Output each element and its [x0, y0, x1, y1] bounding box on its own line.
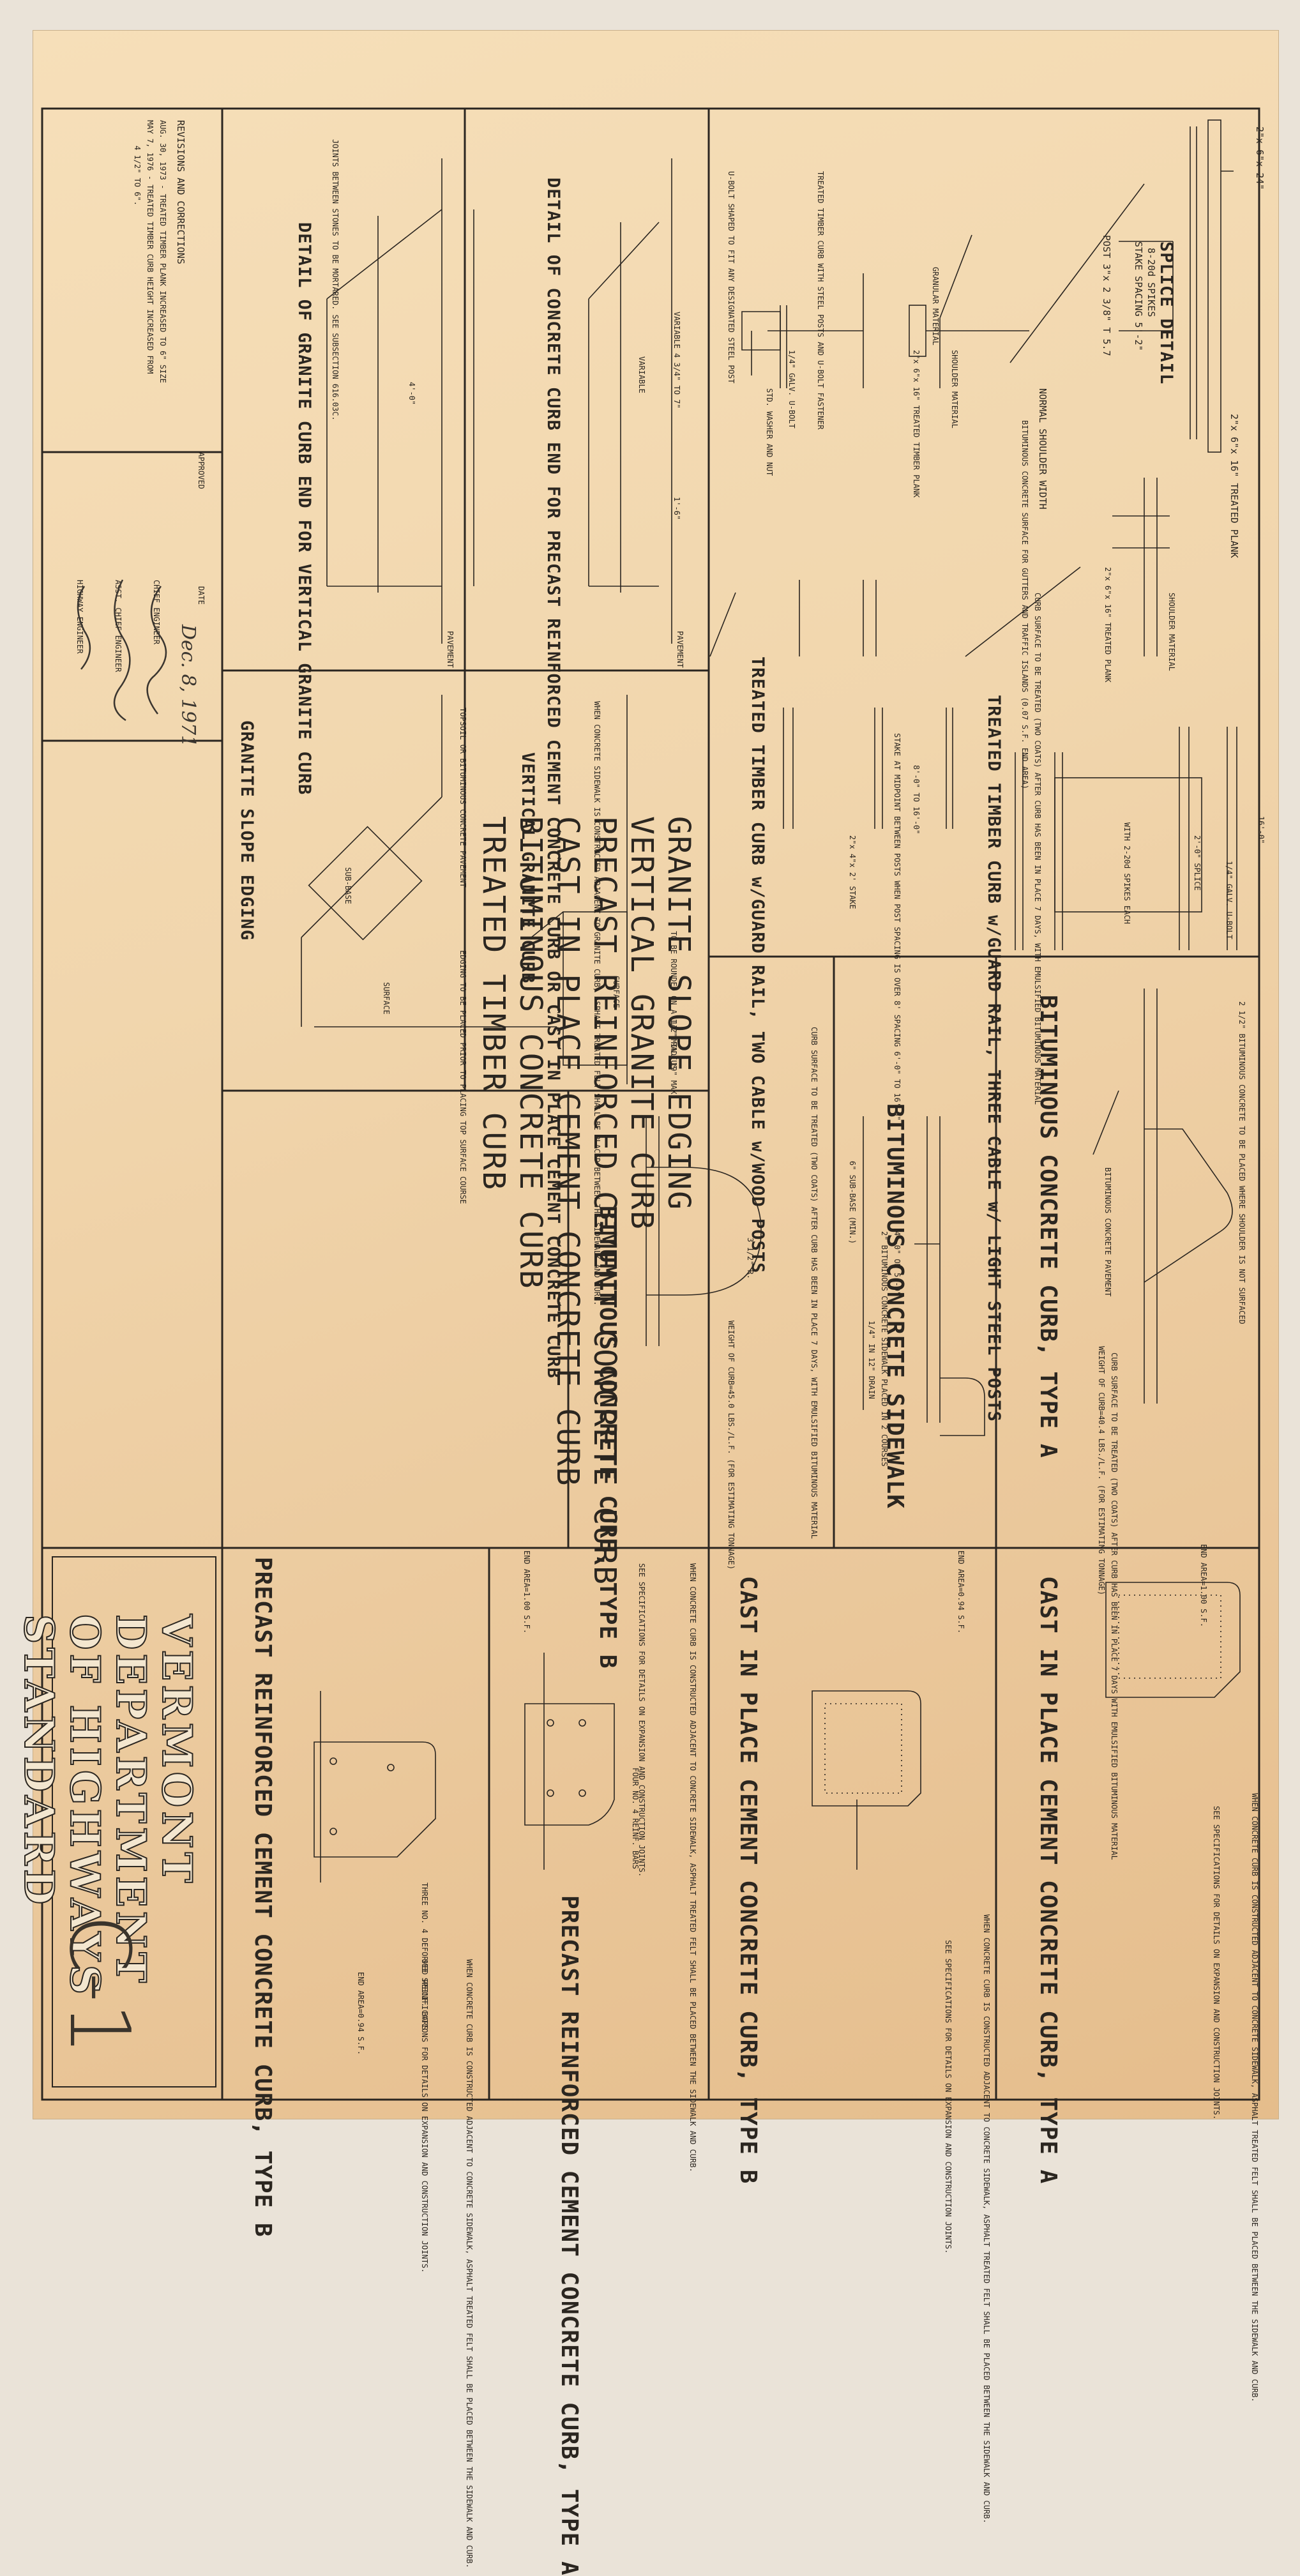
note-bit-pavement: BITUMINOUS CONCRETE PAVEMENT	[1103, 1167, 1112, 1297]
note-radius-3-5: 3 1/2" R.	[746, 1238, 755, 1280]
note-stake-spacing: STAKE SPACING 5'-2"	[1133, 241, 1144, 351]
note-ubolt-galv: 1/4" GALV. U-BOLT	[787, 350, 796, 428]
sheet-number: C-1	[51, 1914, 148, 2056]
sheet-title-line-4: CAST IN PLACE CEMENT CONCRETE CURB	[550, 816, 586, 1487]
note-shoulder-material: SHOULDER MATERIAL	[950, 350, 959, 428]
approval-date: Dec. 8, 1971	[177, 625, 199, 748]
note-weight-a: WEIGHT OF CURB=40.4 LBS./L.F. (FOR ESTIM…	[1097, 1346, 1106, 1596]
end-area-precast-a: END AREA=1.00 S.F.	[522, 1550, 531, 1634]
note-cip-felt-b: WHEN CONCRETE CURB IS CONSTRUCTED ADJACE…	[982, 1914, 991, 2524]
concrete-curb-sections	[314, 1582, 1241, 1883]
sheet-title-line-3: PRECAST REINFORCED CEMENT CONCRETE CURB	[587, 816, 623, 1586]
revision-line-3: 4 1/2" TO 6".	[133, 146, 142, 206]
note-rebar-4: FOUR NO. 4 REINF. BARS	[631, 1768, 640, 1869]
note-variable-range: VARIABLE 4 3/4" TO 7"	[672, 312, 681, 409]
sheet-title: GRANITE SLOPE EDGING VERTICAL GRANITE CU…	[475, 816, 697, 1586]
note-bit-not-surfaced: 2 1/2" BITUMINOUS CONCRETE TO BE PLACED …	[1237, 1001, 1246, 1324]
note-surface-2: SURFACE	[382, 982, 391, 1015]
note-cip-felt-d: WHEN CONCRETE CURB IS CONSTRUCTED ADJACE…	[465, 1959, 474, 2568]
granite-slope-title: GRANITE SLOPE EDGING	[237, 720, 257, 941]
note-see-specs-a: SEE SPECIFICATIONS FOR DETAILS ON EXPANS…	[1212, 1806, 1221, 2120]
note-curb-surface-sidewalk: CURB SURFACE TO BE TREATED (TWO COATS) A…	[810, 1027, 819, 1539]
end-area-precast-b: END AREA=0.94 S.F.	[356, 1972, 365, 2056]
note-ubolt-shaped: U-BOLT SHAPED TO FIT ANY DESIGNATED STEE…	[727, 171, 736, 384]
note-rebar-3: THREE NO. 4 DEFORMED REINF. BARS	[420, 1883, 429, 2031]
note-weight-b: WEIGHT OF CURB=45.0 LBS./L.F. (FOR ESTIM…	[727, 1321, 736, 1570]
sheet-title-line-1: GRANITE SLOPE EDGING	[661, 816, 697, 1211]
note-edging-placed: EDGING TO BE PLACED PRIOR TO PLACING TOP…	[458, 950, 467, 1204]
guard-rail-details	[709, 119, 1237, 950]
note-topsoil: TOPSOIL OR BITUMINOUS CONCRETE PAVEMENT	[458, 708, 467, 888]
note-see-specs-b: SEE SPECIFICATIONS FOR DETAILS ON EXPANS…	[944, 1940, 953, 2254]
cip-b-title: CAST IN PLACE CEMENT CONCRETE CURB, TYPE…	[735, 1576, 761, 2185]
cip-a-title: CAST IN PLACE CEMENT CONCRETE CURB, TYPE…	[1035, 1576, 1061, 2185]
sheet-title-line-6: TREATED TIMBER CURB	[476, 816, 511, 1192]
note-stake-2x4: 2"x 4"x 2' STAKE	[848, 835, 857, 909]
note-plank-top: 2"x 6"x 24"	[1254, 126, 1266, 190]
note-plank-2: 2"x 6"x 16" TREATED PLANK	[1103, 567, 1112, 683]
note-washer-nut: STD. WASHER AND NUT	[765, 388, 774, 476]
precast-a-title: PRECAST REINFORCED CEMENT CONCRETE CURB,…	[556, 1895, 582, 2576]
curb-end-details	[326, 158, 672, 644]
precast-b-title: PRECAST REINFORCED CEMENT CONCRETE CURB,…	[250, 1557, 276, 2238]
approved-label: APPROVED	[197, 452, 206, 489]
note-sub-base: SUB-BASE	[344, 867, 352, 904]
date-label: DATE	[197, 586, 206, 605]
note-spacing-8-16: 8'-0" TO 16'-0"	[912, 765, 921, 835]
note-joints-mortared: JOINTS BETWEEN STONES TO BE MORTARED. SE…	[331, 139, 340, 421]
note-post-steel: POST 3"x 2 3/8" T 5.7	[1101, 235, 1112, 356]
bituminous-details	[646, 989, 1233, 1436]
sheet-title-line-5: BITUMINOUS CONCRETE CURB	[513, 816, 548, 1290]
splice-detail-title: SPLICE DETAIL	[1156, 241, 1176, 385]
bit-curb-a-title: BITUMINOUS CONCRETE CURB, TYPE A	[1035, 995, 1061, 1458]
note-spikes: 8-20d SPIKES	[1145, 248, 1157, 317]
note-splice-2-0: 2'-0" SPLICE	[1193, 835, 1202, 891]
note-pavement-2: PAVEMENT	[446, 631, 455, 668]
note-galv-ubolt: 1/4" GALV. U-BOLT	[1225, 861, 1234, 939]
line-drawing	[41, 107, 1260, 2101]
sheet-title-line-2: VERTICAL GRANITE CURB	[624, 816, 660, 1231]
note-sidewalk-courses: 2" BITUMINOUS CONCRETE SIDEWALK PLACED I…	[880, 1231, 889, 1467]
note-variable: VARIABLE	[637, 356, 646, 393]
signatures	[77, 579, 167, 722]
note-pavement: PAVEMENT	[676, 631, 684, 668]
note-dim-4-0: 4'-0"	[407, 382, 416, 405]
note-sub-base-min: 6" SUB-BASE (MIN.)	[848, 1161, 857, 1245]
note-dim-16: 16'-0"	[1257, 816, 1266, 844]
end-area-cip-b: END AREA=0.94 S.F.	[956, 1550, 965, 1634]
note-treated-timber-plank: 2"x 6"x 16" TREATED TIMBER PLANK	[912, 350, 921, 498]
note-treated-curb-posts: TREATED TIMBER CURB WITH STEEL POSTS AND…	[816, 171, 825, 430]
note-with-spikes: WITH 2-20d SPIKES EACH	[1122, 822, 1131, 924]
revisions-heading: REVISIONS AND CORRECTIONS	[175, 120, 186, 264]
note-drain: 1/4" IN 12" DRAIN	[867, 1321, 876, 1399]
brand-line-1: VERMONT	[152, 1614, 201, 1887]
note-cip-felt-a: WHEN CONCRETE CURB IS CONSTRUCTED ADJACE…	[1250, 1793, 1259, 2402]
note-stake-midpoint: STAKE AT MIDPOINT BETWEEN POSTS WHEN POS…	[893, 733, 902, 1121]
end-area-cip-a: END AREA=1.00 S.F.	[1199, 1544, 1208, 1628]
note-curb-surface-2days: CURB SURFACE TO BE TREATED (TWO COATS) A…	[1110, 1352, 1119, 1860]
note-bit-gutters: BITUMINOUS CONCRETE SURFACE FOR GUTTERS …	[1020, 420, 1029, 789]
granite-end-title: DETAIL OF GRANITE CURB END FOR VERTICAL …	[294, 222, 314, 796]
sheet-frame	[41, 107, 1260, 2101]
note-cip-felt-c: WHEN CONCRETE CURB IS CONSTRUCTED ADJACE…	[688, 1563, 697, 2172]
guard-rail-steel-title: TREATED TIMBER CURB w/GUARD RAIL, THREE …	[984, 695, 1004, 1422]
note-granular: GRANULAR MATERIAL	[931, 267, 940, 345]
note-treated-plank: 2"x 6"x 16" TREATED PLANK	[1228, 414, 1240, 558]
revision-line-2: MAY 7, 1976 - TREATED TIMBER CURB HEIGHT…	[146, 120, 155, 374]
note-dim-1-6: 1'-6"	[672, 497, 681, 520]
note-shoulder-material-2: SHOULDER MATERIAL	[1167, 593, 1176, 671]
drawing-sheet: SPLICE DETAIL 2"x 6"x 24" 2"x 6"x 16" TR…	[14, 31, 1278, 2576]
guard-rail-wood-title: TREATED TIMBER CURB w/GUARD RAIL, TWO CA…	[748, 656, 767, 1274]
note-normal-shoulder: NORMAL SHOULDER WIDTH	[1037, 388, 1048, 510]
granite-details	[301, 695, 628, 1084]
title-block	[52, 1556, 216, 2087]
revision-line-1: AUG. 30, 1973 - TREATED TIMBER PLANK INC…	[158, 120, 167, 383]
note-sidewalk-width: 4'-0" OR 5'-0"	[893, 1231, 902, 1296]
